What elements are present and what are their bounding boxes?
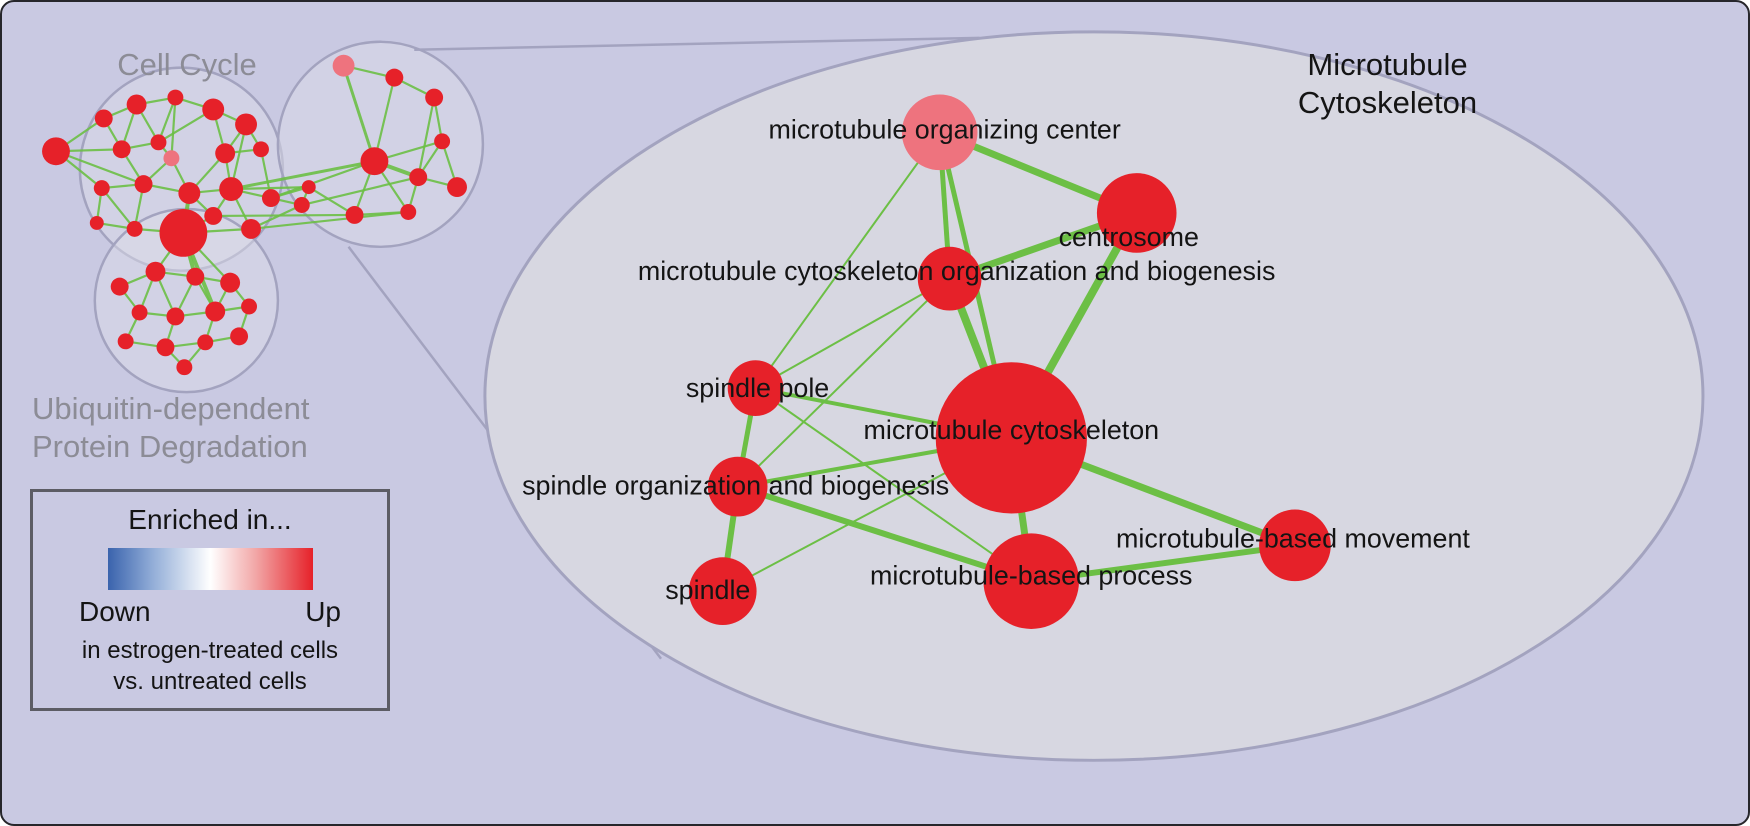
overview-node <box>447 177 467 198</box>
overview-edge <box>230 159 375 191</box>
detail-node-label-microtubule-cytoskeleton: microtubule cytoskeleton <box>864 415 1160 445</box>
overview-node <box>332 54 355 77</box>
overview-node <box>425 88 444 107</box>
legend-down-label: Down <box>79 596 151 627</box>
overview-node <box>178 182 201 205</box>
overview-node <box>186 267 205 286</box>
overview-node <box>145 261 166 282</box>
overview-node <box>409 168 428 187</box>
detail-edge <box>736 483 1033 585</box>
detail-zoom-ellipse <box>483 30 1705 762</box>
detail-edge <box>755 387 1032 582</box>
legend-caption-line1: in estrogen-treated cells <box>81 637 339 664</box>
detail-node-label-microtubule-organizing-center: microtubule organizing center <box>768 114 1120 144</box>
overview-edge <box>55 150 144 186</box>
overview-node <box>150 134 167 151</box>
overview-node <box>126 94 147 115</box>
detail-node-spindle <box>688 557 757 625</box>
overview-node <box>163 150 180 167</box>
overview-node <box>253 141 269 158</box>
overview-edge <box>231 186 309 191</box>
overview-node <box>385 68 404 87</box>
legend-up-label: Up <box>305 596 341 627</box>
overview-edge <box>157 97 177 143</box>
overview-node <box>360 147 389 176</box>
detail-node-label-microtubule-cytoskeleton-organization-and-biogenesis: microtubule cytoskeleton organization an… <box>638 256 1276 286</box>
overview-node <box>400 204 417 220</box>
detail-node-microtubule-based-movement <box>1259 509 1331 582</box>
overview-node <box>93 180 110 197</box>
overview-node <box>434 133 451 150</box>
legend-title: Enriched in... <box>128 504 292 535</box>
detail-node-label-spindle-organization-and-biogenesis: spindle organization and biogenesis <box>522 471 949 501</box>
overview-node <box>220 272 241 293</box>
detail-edge <box>754 131 941 389</box>
overview-node <box>204 207 223 225</box>
overview-edge <box>301 176 419 207</box>
overview-node <box>112 140 131 159</box>
overview-node <box>131 304 148 321</box>
overview-node <box>293 197 310 213</box>
overview-edge <box>373 77 396 162</box>
overview-node <box>167 89 184 106</box>
legend-caption-line2: vs. untreated cells <box>113 668 307 695</box>
legend: Enriched in... Down Up in estrogen-treat… <box>30 489 390 711</box>
detail-node-centrosome <box>1096 173 1177 253</box>
overview-node <box>176 359 193 376</box>
overview-node <box>94 109 113 128</box>
detail-edge <box>755 277 951 389</box>
overview-node <box>215 143 236 164</box>
detail-node-microtubule-based-process <box>983 533 1080 629</box>
detail-node-spindle-organization-and-biogenesis <box>707 456 768 517</box>
overview-node <box>197 334 214 351</box>
detail-node-microtubule-organizing-center <box>901 94 978 171</box>
overview-node <box>241 218 261 239</box>
detail-node-label-microtubule-based-process: microtubule-based process <box>870 560 1192 590</box>
overview-node <box>159 208 208 257</box>
overview-node <box>205 301 226 322</box>
overview-node <box>241 298 258 315</box>
detail-node-microtubule-cytoskeleton-organization-and-biogenesis <box>917 246 982 311</box>
zoom-guide-line <box>414 36 980 52</box>
overview-node <box>202 98 225 121</box>
overview-node <box>261 189 280 208</box>
overview-edge <box>170 97 177 159</box>
overview-edge <box>417 97 436 178</box>
overview-node <box>230 327 249 346</box>
overview-node <box>42 137 70 166</box>
legend-end-labels: Down Up <box>79 596 341 628</box>
detail-node-spindle-pole <box>727 360 784 416</box>
overview-node <box>166 307 185 326</box>
detail-edge <box>736 277 951 488</box>
overview-edge <box>342 65 376 162</box>
detail-node-label-spindle-pole: spindle pole <box>686 373 829 403</box>
overview-node <box>110 277 129 296</box>
detail-node-label-centrosome: centrosome <box>1059 222 1199 252</box>
overview-node <box>156 338 175 357</box>
overview-node <box>301 180 316 195</box>
overview-edge <box>250 210 409 230</box>
overview-node <box>219 177 244 202</box>
overview-edge <box>100 187 136 230</box>
overview-node <box>89 215 104 230</box>
overview-node <box>117 333 134 350</box>
overview-node <box>126 220 143 237</box>
detail-node-microtubule-cytoskeleton <box>935 362 1087 514</box>
enrichment-gradient-bar <box>107 548 313 590</box>
detail-node-label-microtubule-based-movement: microtubule-based movement <box>1116 523 1470 553</box>
overview-node <box>134 175 153 194</box>
detail-node-label-spindle: spindle <box>665 575 750 605</box>
overview-node <box>345 206 364 224</box>
overview-edge <box>213 213 355 218</box>
overview-edge <box>354 210 409 217</box>
overview-edge <box>270 160 375 200</box>
overview-node <box>235 113 258 136</box>
